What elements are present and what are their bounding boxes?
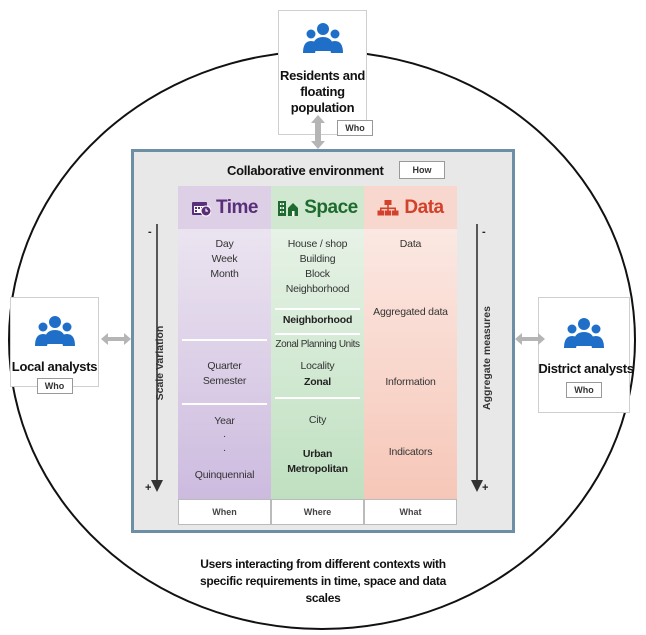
time-cell: Year [214,415,235,427]
time-cell: Quinquennial [194,469,255,481]
space-cell: City [308,414,327,426]
users-group-icon [564,318,604,348]
column-time: Time Day Week Month Quarter Semester Yea… [178,186,271,525]
space-cell: Building [299,253,336,265]
space-divider [275,397,360,399]
time-cell: Semester [202,375,247,387]
column-data-footer: What [364,499,457,525]
data-cell: Information [385,376,436,388]
environment-title: Collaborative environment [227,163,384,178]
column-data-title: Data [404,196,444,218]
column-space-title: Space [304,196,358,218]
time-cell: Quarter [207,360,242,372]
users-group-icon [34,316,75,346]
column-space-body: House / shop Building Block Neighborhood… [271,229,364,499]
time-cell: Week [211,253,238,265]
column-space-footer: Where [271,499,364,525]
data-cell: Data [399,238,422,250]
collaborative-environment: Collaborative environment How - Scale Va… [131,149,515,533]
column-time-header: Time [178,186,271,229]
time-cell: Day [215,238,234,250]
scale-variation-minus: - [148,226,152,238]
space-cell: Zonal [304,376,331,388]
space-cell: Zonal Planning Units [275,339,360,350]
time-divider [182,403,267,405]
actor-residents-title-2: floating population [290,84,355,115]
actor-residents: Residents and floating population [278,10,367,135]
scale-variation-plus: + [145,482,152,494]
double-arrow-left-icon [101,333,131,345]
space-cell: House / shop [287,238,348,250]
time-cell: Month [210,268,239,280]
actor-local-analysts-title: Local analysts [11,359,98,374]
buildings-icon [278,200,299,216]
actor-residents-title-1: Residents and [280,68,365,83]
aggregate-measures-minus: - [482,226,486,238]
time-cell: . [223,442,226,454]
time-divider [182,339,267,341]
data-cell: Indicators [388,446,433,458]
space-cell: Urban [302,448,333,460]
caption-line-1: Users interacting from different context… [200,557,446,571]
aggregate-measures-arrow-icon [471,224,483,492]
space-cell: Metropolitan [287,463,348,475]
column-data: Data Data Aggregated data Information In… [364,186,457,525]
diagram-caption: Users interacting from different context… [170,556,476,607]
caption-line-2: specific requirements in time, space and… [200,574,446,588]
how-tag: How [399,161,445,179]
space-divider [275,333,360,335]
column-data-body: Data Aggregated data Information Indicat… [364,229,457,499]
aggregate-measures-label: Aggregate measures [481,306,493,410]
column-time-footer: When [178,499,271,525]
double-arrow-right-icon [515,333,545,345]
users-group-icon [302,23,343,53]
space-cell: Locality [300,360,335,372]
space-cell: Block [305,268,330,280]
hierarchy-icon [377,199,399,215]
column-space: Space House / shop Building Block Neighb… [271,186,364,525]
actor-district-analysts-title: District analysts [538,361,634,376]
column-space-header: Space [271,186,364,229]
space-cell: Neighborhood [282,314,353,326]
calendar-clock-icon [191,201,211,216]
who-tag-right: Who [566,382,602,398]
actor-local-analysts: Local analysts Who [10,297,99,394]
actor-district-analysts: District analysts Who [538,297,634,413]
space-cell: Neighborhood [285,283,350,295]
who-tag-left: Who [36,378,73,394]
scale-variation-label: Scale Variation [154,325,166,401]
column-time-title: Time [215,196,259,218]
who-tag-top: Who [337,120,373,136]
double-arrow-top-icon [311,115,325,149]
space-divider [275,308,360,310]
time-cell: . [223,428,226,440]
column-data-header: Data [364,186,457,229]
aggregate-measures-plus: + [482,482,489,494]
caption-line-3: scales [305,591,341,605]
data-cell: Aggregated data [373,306,448,318]
scale-variation-arrow-icon [151,224,163,492]
column-time-body: Day Week Month Quarter Semester Year . .… [178,229,271,499]
